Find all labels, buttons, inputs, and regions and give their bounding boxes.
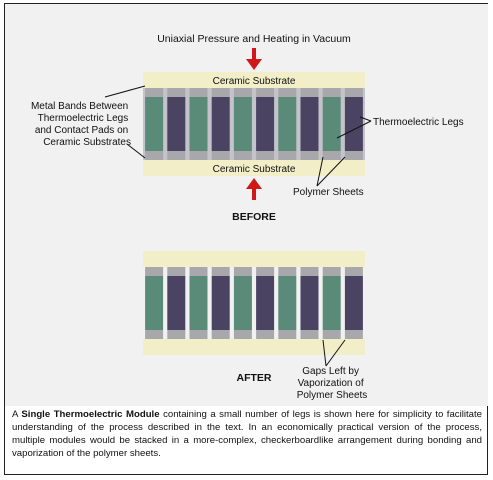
metal-band-top [322,88,341,97]
thermoelectric-legs-label: Thermoelectric Legs [373,117,464,128]
metal-band-top [167,88,186,97]
polymer-pointers [316,156,346,187]
metal-band-bottom [145,330,164,339]
metal-bands-label: Metal Bands Between Thermoelectric Legs … [31,101,131,148]
thermoelectric-leg [233,276,252,330]
metal-band-bottom [278,330,297,339]
thermoelectric-leg [322,276,341,330]
thermoelectric-leg [300,276,319,330]
top-substrate-label: Ceramic Substrate [213,76,296,87]
after-top-ceramic-substrate [143,251,365,267]
metal-band-top [189,88,208,97]
metal-band-bottom [189,330,208,339]
metal-band-top [233,88,252,97]
metal-band-top [256,88,275,97]
metal-band-top [322,267,341,276]
metal-band-top [300,267,319,276]
thermoelectric-leg [145,97,164,151]
thermoelectric-leg [256,97,275,151]
metal-band-bottom [322,330,341,339]
metal-band-top [233,267,252,276]
metal-band-bottom [145,151,164,160]
metal-band-bottom [233,330,252,339]
bottom-ceramic-substrate [143,160,365,176]
metal-band-bottom [211,151,230,160]
gaps-pointers [322,339,346,367]
top-ceramic-substrate [143,72,365,88]
metal-band-bottom [167,151,186,160]
bottom-substrate-label: Ceramic Substrate [213,164,296,175]
thermoelectric-leg [211,276,230,330]
diagram-panel: Uniaxial Pressure and Heating in Vacuum … [5,4,488,406]
thermoelectric-leg [278,97,297,151]
metal-band-bottom [344,151,363,160]
bottom-pressure-arrow-icon [246,178,262,200]
legs-pointers [336,116,372,139]
thermoelectric-leg [211,97,230,151]
thermoelectric-leg [300,97,319,151]
metal-band-top [211,88,230,97]
caption-bold: Single Thermoelectric Module [21,409,160,420]
metal-band-top [189,267,208,276]
thermoelectric-leg [256,276,275,330]
top-pressure-arrow-icon [246,48,262,70]
metal-band-bottom [256,330,275,339]
metal-band-bottom [167,330,186,339]
thermoelectric-leg [344,276,363,330]
thermoelectric-leg [167,97,186,151]
thermoelectric-leg [233,97,252,151]
before-label: BEFORE [232,211,276,223]
thermoelectric-leg [189,97,208,151]
metal-band-bottom [300,330,319,339]
metal-band-bottom [256,151,275,160]
metal-band-bottom [344,330,363,339]
gaps-label: Gaps Left by Vaporization of Polymer She… [297,366,368,401]
metal-band-top [211,267,230,276]
metal-band-top [344,88,363,97]
thermoelectric-leg [278,276,297,330]
polymer-sheets-label: Polymer Sheets [293,187,364,198]
metal-band-top [167,267,186,276]
metal-band-bottom [189,151,208,160]
thermoelectric-leg [322,97,341,151]
thermoelectric-leg [167,276,186,330]
metal-band-bottom [278,151,297,160]
metal-band-top [278,88,297,97]
after-bottom-ceramic-substrate [143,339,365,355]
metal-band-bottom [211,330,230,339]
metal-band-bottom [322,151,341,160]
metal-band-bottom [233,151,252,160]
metal-band-top [256,267,275,276]
thermoelectric-leg [145,276,164,330]
thermoelectric-leg [344,97,363,151]
metal-band-top [145,267,164,276]
metal-bands-pointers [104,85,146,159]
metal-band-top [278,267,297,276]
after-label: AFTER [237,372,272,384]
metal-band-top [344,267,363,276]
after-legs-group [145,267,363,339]
thermoelectric-leg [189,276,208,330]
pressure-heating-label: Uniaxial Pressure and Heating in Vacuum [157,33,351,45]
figure-caption: A Single Thermoelectric Module containin… [12,408,482,460]
metal-band-top [300,88,319,97]
caption-body: containing a small number of legs is sho… [12,409,482,459]
metal-band-top [145,88,164,97]
before-legs-group [143,88,365,160]
metal-band-bottom [300,151,319,160]
caption-prefix: A [12,409,22,420]
